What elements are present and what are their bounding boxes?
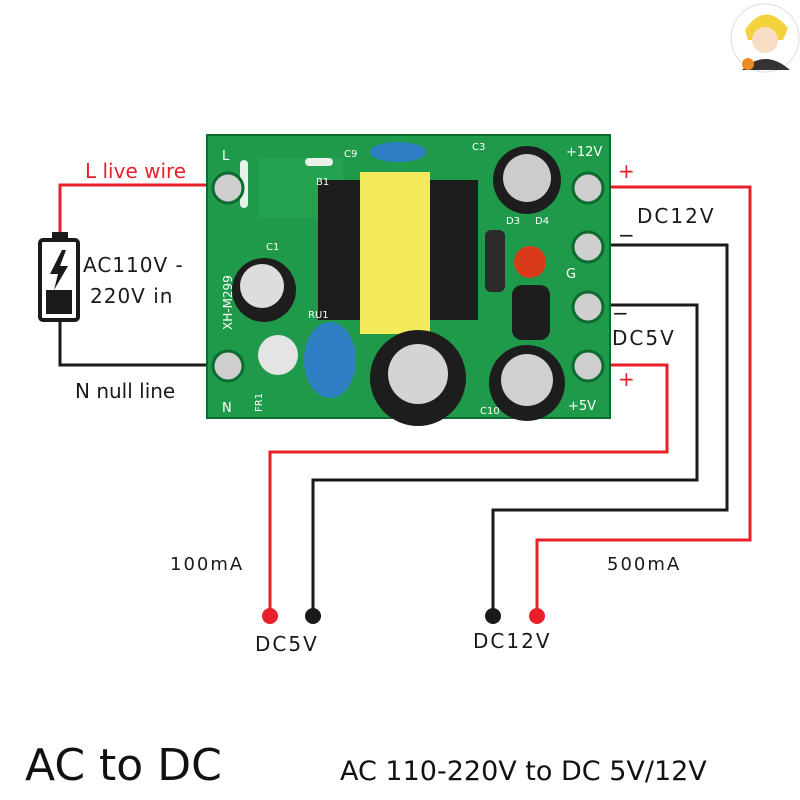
wire-12v-positive [535, 185, 752, 612]
part-c3: C3 [472, 142, 485, 153]
power-module-board: L N +12V G +5V C9 C3 B1 D3 D4 C1 RU1 C10… [206, 134, 611, 426]
part-c9: C9 [344, 149, 357, 160]
pin-label-g: G [566, 267, 576, 282]
pin-12v [571, 171, 605, 205]
minus-5v-label: − [612, 301, 629, 325]
pin-label-n: N [222, 401, 232, 416]
footer-title: AC to DC [25, 740, 222, 791]
wire-12v-ground [491, 243, 729, 612]
pin-l [211, 171, 245, 205]
part-ru1: RU1 [308, 310, 329, 321]
plus-5v-label: + [618, 367, 635, 391]
part-c1: C1 [266, 242, 279, 253]
battery-charging-icon [38, 232, 80, 322]
pin-g-lower [571, 290, 605, 324]
null-line-label: N null line [75, 379, 175, 403]
part-b1: B1 [316, 177, 329, 188]
current-5v-label: 100mA [170, 554, 244, 575]
dc5v-negative-terminal [305, 608, 321, 624]
pin-5v [571, 349, 605, 383]
part-d3: D3 [506, 216, 520, 227]
part-d4: D4 [535, 216, 549, 227]
dc12v-positive-terminal [529, 608, 545, 624]
cartoon-mascot-logo [730, 3, 800, 73]
pin-label-5v: +5V [568, 399, 596, 414]
part-c10: C10 [480, 406, 500, 417]
pin-g-upper [571, 230, 605, 264]
null-wire [58, 320, 228, 367]
part-fr1: FR1 [254, 393, 265, 412]
pin-label-12v: +12V [566, 145, 602, 160]
board-model: XH-M299 [221, 275, 235, 330]
ac-input-label-2: 220V in [90, 284, 173, 308]
ac-input-label-1: AC110V - [83, 253, 184, 277]
dc12v-output-label: DC12V [473, 629, 552, 653]
minus-12v-label: − [618, 223, 635, 247]
dc12v-side-label: DC12V [637, 204, 716, 228]
plus-12v-label: + [618, 159, 635, 183]
pin-n [211, 349, 245, 383]
wire-5v-positive [268, 363, 669, 612]
dc12v-negative-terminal [485, 608, 501, 624]
dc5v-side-label: DC5V [612, 326, 676, 350]
live-wire [58, 183, 228, 237]
wire-5v-ground [311, 303, 699, 612]
pin-label-l: L [222, 149, 230, 164]
dc5v-output-label: DC5V [255, 632, 319, 656]
footer-subtitle: AC 110-220V to DC 5V/12V [340, 756, 707, 787]
current-12v-label: 500mA [607, 554, 681, 575]
dc5v-positive-terminal [262, 608, 278, 624]
live-wire-label: L live wire [85, 159, 186, 183]
